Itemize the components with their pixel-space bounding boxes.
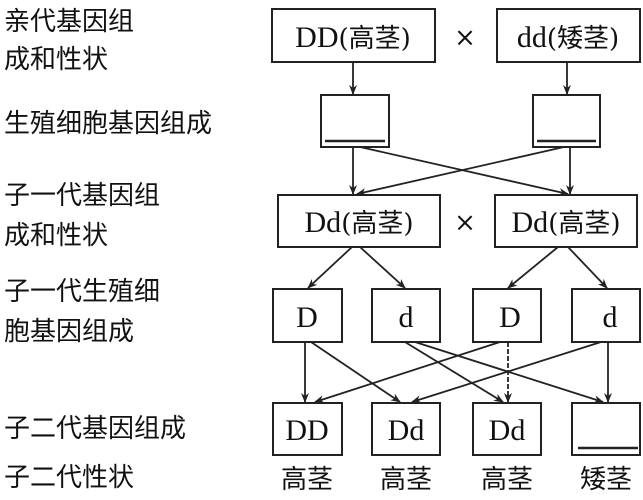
svg-text:DD: DD	[285, 414, 328, 447]
f2-trait: 高茎	[380, 465, 432, 495]
svg-text:D: D	[296, 301, 318, 334]
cross-symbol-f1: ×	[454, 208, 476, 238]
label-parent-line2: 成和性状	[4, 45, 108, 75]
f1-box-right: Dd(高茎)	[494, 194, 638, 248]
f2-genotype-box-blank	[571, 402, 641, 456]
label-f2-genotypes: 子二代基因组成	[4, 414, 186, 444]
cross-symbol: ×	[454, 23, 476, 53]
label-f1-gametes-line2: 胞基因组成	[4, 317, 134, 347]
svg-text:D: D	[499, 301, 521, 334]
f2-genotype-box: Dd	[472, 402, 542, 456]
svg-text:DD(高茎): DD(高茎)	[295, 21, 411, 54]
label-parent-line1: 亲代基因组	[4, 7, 134, 37]
parent-box-left: DD(高茎)	[271, 8, 436, 63]
f2-trait: 高茎	[481, 465, 533, 495]
svg-text:Dd: Dd	[388, 414, 425, 447]
svg-text:d: d	[603, 301, 618, 334]
f2-trait: 高茎	[281, 465, 333, 495]
svg-text:Dd(高茎): Dd(高茎)	[305, 206, 414, 239]
f2-trait: 矮茎	[580, 465, 632, 495]
f1-gamete-box: D	[472, 288, 542, 343]
parent-box-right: dd(矮茎)	[496, 8, 641, 63]
svg-text:d: d	[399, 301, 414, 334]
gamete-box-blank-right	[532, 94, 601, 148]
f2-genotype-box: Dd	[371, 402, 441, 456]
gamete-box-blank-left	[320, 94, 390, 148]
label-gametes: 生殖细胞基因组成	[4, 109, 212, 139]
f1-gamete-box: D	[272, 288, 343, 343]
f1-gamete-box: d	[371, 288, 441, 343]
svg-text:Dd(高茎): Dd(高茎)	[512, 206, 621, 239]
f1-box-left: Dd(高茎)	[277, 194, 441, 248]
label-f1-line1: 子一代基因组	[4, 181, 160, 211]
f1-gamete-box: d	[571, 288, 641, 343]
label-f1-gametes-line1: 子一代生殖细	[4, 277, 160, 307]
label-f1-line2: 成和性状	[4, 221, 108, 251]
arrows	[301, 62, 612, 404]
svg-text:dd(矮茎): dd(矮茎)	[517, 21, 619, 54]
svg-text:Dd: Dd	[489, 414, 526, 447]
label-f2-traits: 子二代性状	[4, 463, 134, 493]
f2-genotype-box: DD	[272, 402, 343, 456]
